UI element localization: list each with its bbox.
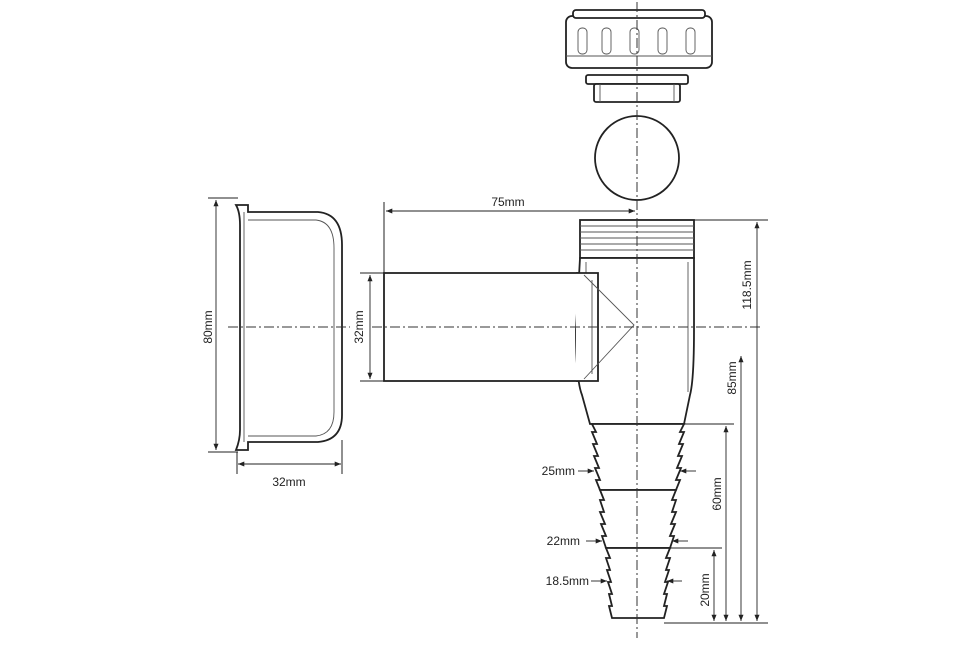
label-dia-22: 22mm xyxy=(547,534,580,548)
dim-cap-height: 80mm xyxy=(201,197,238,453)
dim-height-85: 85mm xyxy=(725,356,744,621)
label-height-20: 20mm xyxy=(698,573,712,606)
dim-height-20: 20mm xyxy=(670,547,722,621)
label-pipe-diameter: 32mm xyxy=(352,310,366,343)
dim-cap-depth: 32mm xyxy=(236,440,343,489)
dim-total-height: 118.5mm xyxy=(664,219,768,624)
dim-height-60: 60mm xyxy=(684,423,734,621)
end-cap xyxy=(228,204,350,451)
label-height-85: 85mm xyxy=(725,361,739,394)
hose-spigot xyxy=(590,423,686,619)
dim-dia-185: 18.5mm xyxy=(546,574,682,588)
tee-body xyxy=(575,219,695,425)
top-nut xyxy=(565,9,713,69)
dim-dia-25: 25mm xyxy=(542,464,696,478)
branch-pipe xyxy=(383,272,635,382)
label-dia-185: 18.5mm xyxy=(546,574,589,588)
dim-pipe-diameter: 32mm xyxy=(352,272,384,382)
label-branch-length: 75mm xyxy=(491,195,524,209)
label-cap-depth: 32mm xyxy=(272,475,305,489)
label-total-height: 118.5mm xyxy=(740,260,754,309)
dim-dia-22: 22mm xyxy=(547,534,688,548)
dim-branch-length: 75mm xyxy=(383,195,635,273)
label-cap-height: 80mm xyxy=(201,310,215,343)
label-height-60: 60mm xyxy=(710,477,724,510)
label-dia-25: 25mm xyxy=(542,464,575,478)
